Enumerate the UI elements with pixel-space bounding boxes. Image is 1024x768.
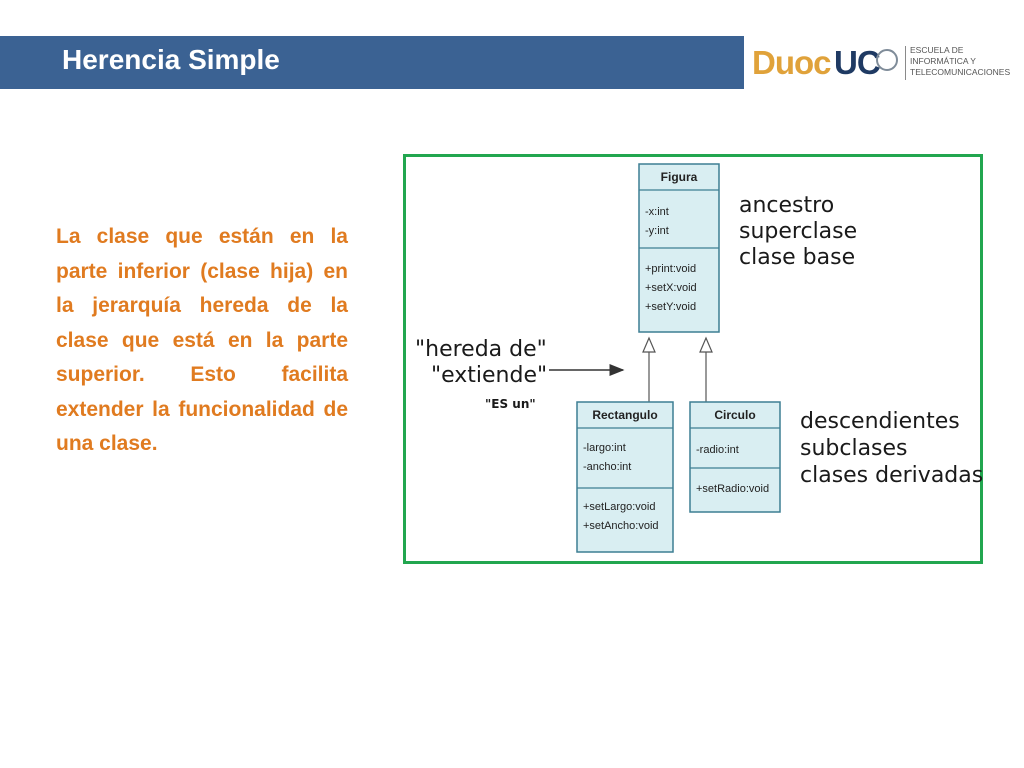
logo-brand-duoc: Duoc — [752, 44, 831, 81]
inheritance-connector-left — [642, 336, 656, 402]
class-figura-method-2: +setX:void — [645, 282, 697, 294]
ancestor-labels: ancestro superclase clase base — [739, 193, 857, 270]
inherits-labels: "hereda de" "extiende" "ES un" — [415, 337, 547, 411]
class-figura-method-1: +print:void — [645, 263, 696, 275]
school-line-3: TELECOMUNICACIONES — [910, 67, 1011, 77]
class-rectangulo-method-2: +setAncho:void — [583, 520, 659, 532]
class-figura-attr-1: -x:int — [645, 206, 669, 218]
class-rectangulo-attr-1: -largo:int — [583, 442, 626, 454]
label-es-un: "ES un" — [485, 397, 536, 411]
class-rectangulo-name: Rectangulo — [592, 408, 657, 422]
logo-brand-uc: UC — [834, 44, 881, 81]
title-bar — [0, 36, 744, 89]
class-rectangulo-method-1: +setLargo:void — [583, 501, 655, 513]
generalization-arrow-right — [699, 336, 713, 353]
class-figura: Figura -x:int -y:int +print:void +setX:v… — [638, 163, 720, 333]
label-extiende: "extiende" — [431, 363, 547, 388]
class-circulo-box — [689, 401, 781, 513]
label-clases-derivadas: clases derivadas — [800, 463, 983, 488]
inheritance-connector-right — [699, 336, 713, 402]
label-subclases: subclases — [800, 436, 908, 461]
class-circulo-name: Circulo — [714, 408, 755, 422]
label-clase-base: clase base — [739, 245, 855, 270]
class-figura-method-3: +setY:void — [645, 301, 696, 313]
school-line-2: INFORMÁTICA Y — [910, 56, 976, 66]
class-figura-name: Figura — [661, 170, 698, 184]
class-rectangulo-attr-2: -ancho:int — [583, 461, 631, 473]
class-circulo-method-1: +setRadio:void — [696, 483, 769, 495]
body-paragraph: La clase que están en la parte inferior … — [56, 225, 348, 455]
uml-diagram: Figura -x:int -y:int +print:void +setX:v… — [415, 163, 983, 553]
label-ancestro: ancestro — [739, 193, 834, 218]
school-line-1: ESCUELA DE — [910, 45, 964, 55]
class-circulo: Circulo -radio:int +setRadio:void — [689, 401, 781, 513]
class-rectangulo: Rectangulo -largo:int -ancho:int +setLar… — [576, 401, 674, 553]
class-rectangulo-box — [576, 401, 674, 553]
logo-divider — [905, 46, 906, 80]
seal-icon — [876, 49, 898, 71]
class-circulo-attr-1: -radio:int — [696, 444, 739, 456]
label-descendientes: descendientes — [800, 409, 960, 434]
class-figura-attr-2: -y:int — [645, 225, 669, 237]
label-superclase: superclase — [739, 219, 857, 244]
descendant-labels: descendientes subclases clases derivadas — [800, 409, 983, 488]
slide-title: Herencia Simple — [62, 44, 280, 75]
label-hereda-de: "hereda de" — [415, 337, 547, 362]
logo-school-name: ESCUELA DE INFORMÁTICA Y TELECOMUNICACIO… — [910, 45, 1015, 78]
generalization-arrow-left — [642, 336, 656, 353]
